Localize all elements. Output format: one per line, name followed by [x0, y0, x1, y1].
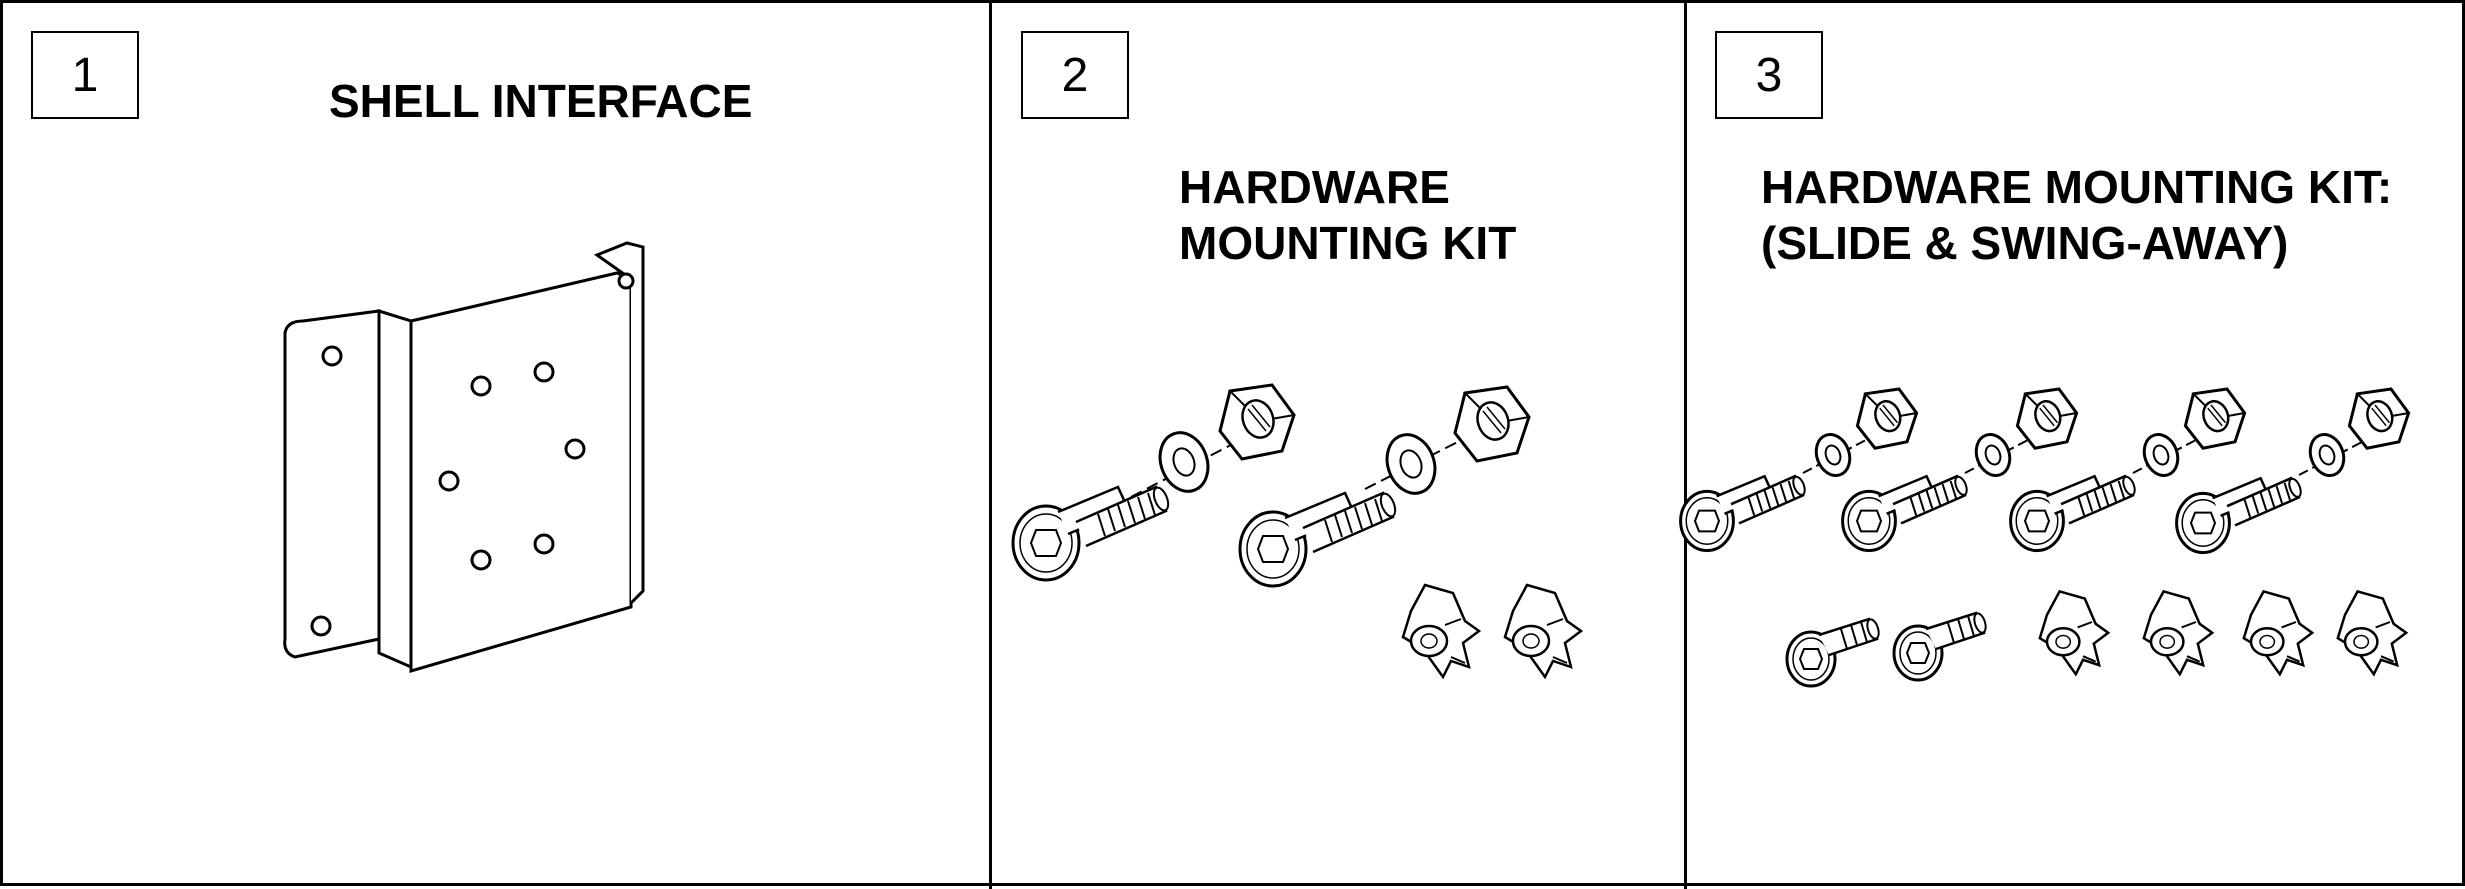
tee-nut-icon: [2038, 590, 2110, 676]
hex-nut-icon: [1218, 383, 1296, 461]
washer-icon: [1377, 426, 1445, 502]
panel-divider-1: [989, 3, 992, 889]
hex-nut-icon: [2016, 387, 2078, 450]
washer-icon: [2303, 428, 2351, 482]
bolt-icon: [1011, 484, 1173, 582]
short-screw-icon: [1785, 616, 1883, 688]
line-art-layer: [3, 3, 2410, 688]
panel-3-title: HARDWARE MOUNTING KIT: (SLIDE & SWING-AW…: [1761, 159, 2392, 271]
panel-3-title-line-2: (SLIDE & SWING-AWAY): [1761, 217, 2289, 269]
tee-nut-icon: [1503, 583, 1583, 679]
panel-2-title-line-1: HARDWARE: [1179, 161, 1450, 213]
panel-3-title-line-1: HARDWARE MOUNTING KIT:: [1761, 161, 2393, 213]
panel-2-number-box: 2: [1021, 31, 1129, 119]
panel-1-title: SHELL INTERFACE: [329, 73, 752, 129]
panel-divider-2: [1684, 3, 1687, 889]
hex-nut-icon: [2348, 387, 2410, 450]
panel-1-number-box: 1: [31, 31, 139, 119]
panel-3-hardware: [1679, 387, 2410, 688]
bolt-icon: [1841, 473, 1971, 552]
panel-3-number-box: 3: [1715, 31, 1823, 119]
panel-1-title-line-1: SHELL INTERFACE: [329, 75, 753, 127]
washer-icon: [1150, 424, 1218, 500]
bracket-icon: [285, 243, 643, 671]
short-screw-icon: [1892, 610, 1990, 682]
bolt-icon: [1238, 490, 1400, 588]
tee-nut-icon: [1401, 583, 1481, 679]
bolt-icon: [1679, 473, 1809, 552]
bolt-icon: [2009, 473, 2139, 552]
hex-nut-icon: [2184, 387, 2246, 450]
tee-nut-icon: [2336, 590, 2408, 676]
tee-nut-icon: [2242, 590, 2314, 676]
washer-icon: [1809, 428, 1857, 482]
washer-icon: [2137, 428, 2185, 482]
washer-icon: [1969, 428, 2017, 482]
hex-nut-icon: [1856, 387, 1918, 450]
panel-2-title-line-2: MOUNTING KIT: [1179, 217, 1517, 269]
tee-nut-icon: [2142, 590, 2214, 676]
panel-2-title: HARDWARE MOUNTING KIT: [1179, 159, 1516, 271]
bolt-icon: [2175, 475, 2305, 554]
panel-2-hardware: [1011, 383, 1583, 679]
hex-nut-icon: [1453, 385, 1531, 463]
